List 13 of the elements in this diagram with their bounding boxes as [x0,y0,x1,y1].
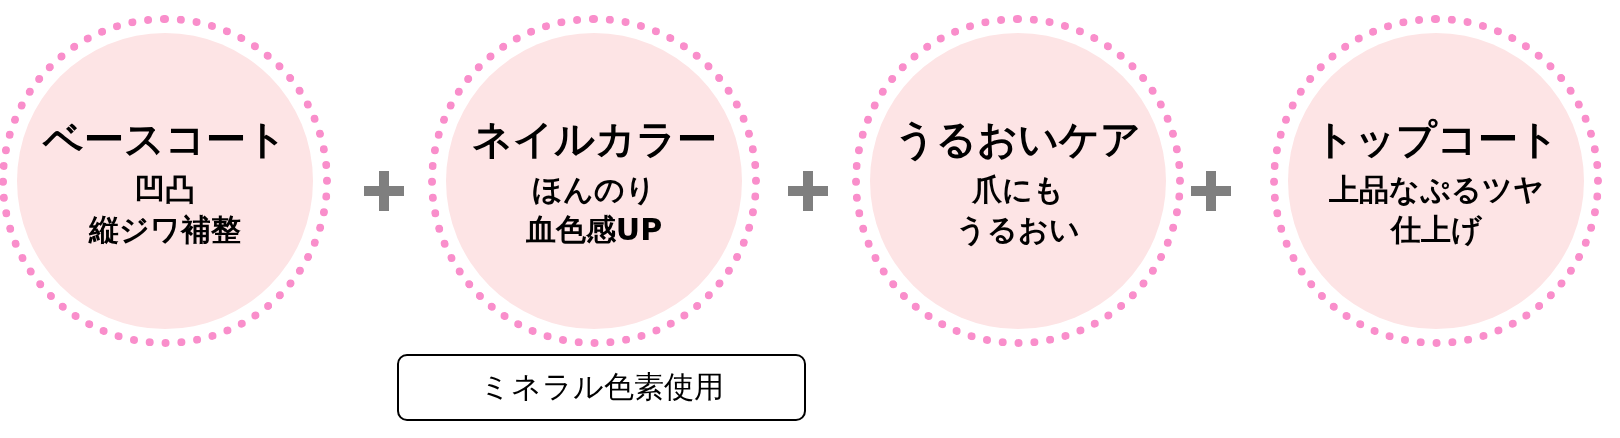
note-box: ミネラル色素使用 [397,354,806,421]
circle-text: 上品なぷるツヤ [1328,171,1544,209]
circle-title: うるおいケア [895,115,1141,164]
circle-text: 爪にも [972,171,1064,209]
circle-text: 縦ジワ補整 [89,211,241,249]
circle-title: ベースコート [43,115,287,164]
circle-text: 仕上げ [1390,211,1482,249]
circle-text: うるおい [956,211,1080,249]
circle-title: トップコート [1313,115,1559,164]
circle-text: ほんのり [532,171,656,209]
circle-title: ネイルカラー [471,115,717,164]
circle-text: 凹凸 [135,171,195,209]
circle-text: 血色感UP [525,211,663,249]
